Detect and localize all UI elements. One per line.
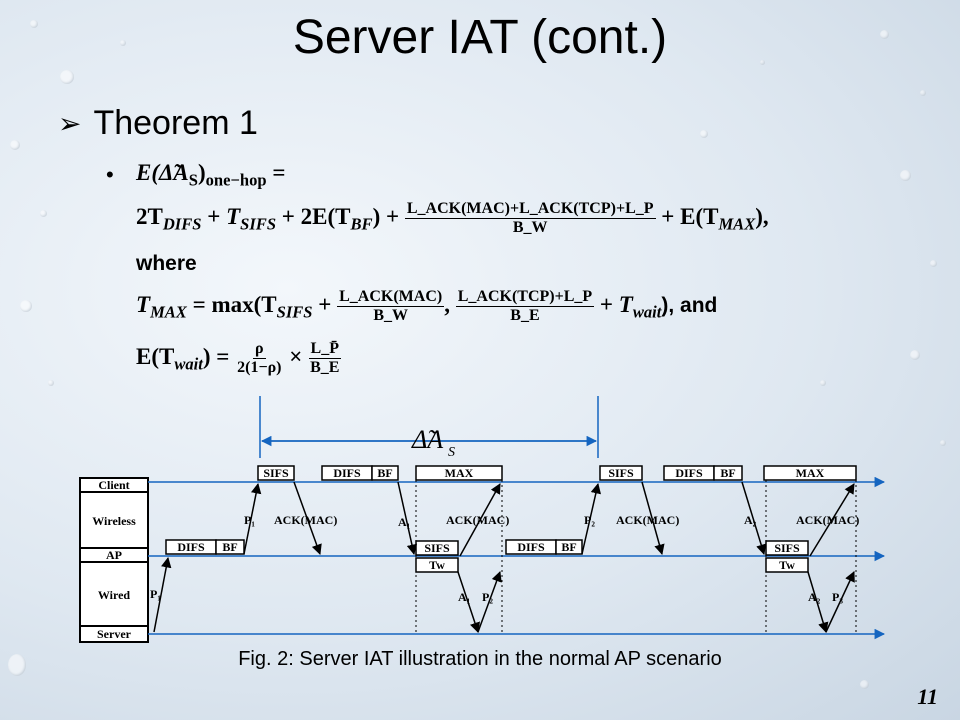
fraction-rho: ρ 2(1−ρ) xyxy=(237,340,282,376)
svg-text:DIFS: DIFS xyxy=(675,466,703,480)
dotted-guides xyxy=(415,480,857,634)
svg-text:BF: BF xyxy=(561,540,576,554)
svg-text:BF: BF xyxy=(720,466,735,480)
client-boxes xyxy=(257,465,857,481)
svg-text:P₁: P₁ xyxy=(244,513,255,527)
formula-line-2: 2TDIFS + TSIFS + 2E(TBF) + L_ACK(MAC)+L_… xyxy=(136,200,769,236)
sub-bullet-dot-icon: • xyxy=(106,162,114,187)
formula-line-3: TMAX = max(TSIFS + L_ACK(MAC) B_W , L_AC… xyxy=(136,288,718,324)
row-labels: Client Wireless AP Wired Server xyxy=(79,477,149,643)
svg-text:P₂: P₂ xyxy=(584,513,595,527)
svg-text:DIFS: DIFS xyxy=(517,540,545,554)
message-arrows xyxy=(153,481,855,634)
svg-text:Tw: Tw xyxy=(429,558,445,572)
svg-text:P₁: P₁ xyxy=(150,587,161,601)
fraction-lp-be: L_P̄ B_E xyxy=(308,340,341,376)
svg-text:P₃: P₃ xyxy=(832,590,843,604)
svg-text:Tw: Tw xyxy=(779,558,795,572)
figure-caption: Fig. 2: Server IAT illustration in the n… xyxy=(238,648,722,670)
page-number: 11 xyxy=(917,684,938,709)
svg-text:SIFS: SIFS xyxy=(263,466,289,480)
svg-text:ACK(MAC): ACK(MAC) xyxy=(796,513,859,527)
svg-text:ACK(MAC): ACK(MAC) xyxy=(616,513,679,527)
fraction-ack-tcp: L_ACK(TCP)+L_P B_E xyxy=(455,288,595,324)
svg-text:ACK(MAC): ACK(MAC) xyxy=(446,513,509,527)
row-ap: AP xyxy=(106,548,122,562)
row-wireless: Wireless xyxy=(92,514,136,528)
bullet-text: Theorem 1 xyxy=(93,104,258,142)
svg-text:A₂: A₂ xyxy=(808,590,821,604)
arrow-bullet-icon: ➢ xyxy=(58,108,82,139)
svg-text:P₂: P₂ xyxy=(482,590,493,604)
delta-label: Δ̃A xyxy=(411,425,443,454)
slide-title: Server IAT (cont.) xyxy=(292,11,668,64)
svg-text:MAX: MAX xyxy=(796,466,825,480)
row-server: Server xyxy=(97,627,132,641)
bullet-theorem: ➢ Theorem 1 xyxy=(58,104,258,143)
svg-text:BF: BF xyxy=(377,466,392,480)
svg-text:A₂: A₂ xyxy=(744,513,757,527)
where-text: where xyxy=(136,252,197,275)
svg-text:A₁: A₁ xyxy=(458,590,471,604)
server-iat-diagram: Δ̃A S Client Wireless AP Wired Server SI… xyxy=(79,396,886,643)
svg-text:BF: BF xyxy=(222,540,237,554)
row-client: Client xyxy=(98,478,129,492)
svg-text:A₁: A₁ xyxy=(398,515,411,529)
formula-line-1: E(Δ̃AS)one−hop = xyxy=(136,160,286,190)
delta-sub: S xyxy=(448,445,455,460)
row-wired: Wired xyxy=(98,588,131,602)
svg-text:DIFS: DIFS xyxy=(333,466,361,480)
svg-text:SIFS: SIFS xyxy=(774,541,800,555)
svg-text:SIFS: SIFS xyxy=(608,466,634,480)
svg-text:ACK(MAC): ACK(MAC) xyxy=(274,513,337,527)
arrow-labels: P₁ P₁ ACK(MAC) A₁ ACK(MAC) A₁ P₂ P₂ ACK(… xyxy=(150,513,859,604)
svg-text:DIFS: DIFS xyxy=(177,540,205,554)
svg-text:MAX: MAX xyxy=(445,466,474,480)
formula-line-4: E(Twait) = ρ 2(1−ρ) × L_P̄ B_E xyxy=(136,340,341,376)
svg-text:SIFS: SIFS xyxy=(424,541,450,555)
fraction-ack: L_ACK(MAC)+L_ACK(TCP)+L_P B_W xyxy=(404,200,656,236)
fraction-ack-mac: L_ACK(MAC) B_W xyxy=(337,288,445,324)
